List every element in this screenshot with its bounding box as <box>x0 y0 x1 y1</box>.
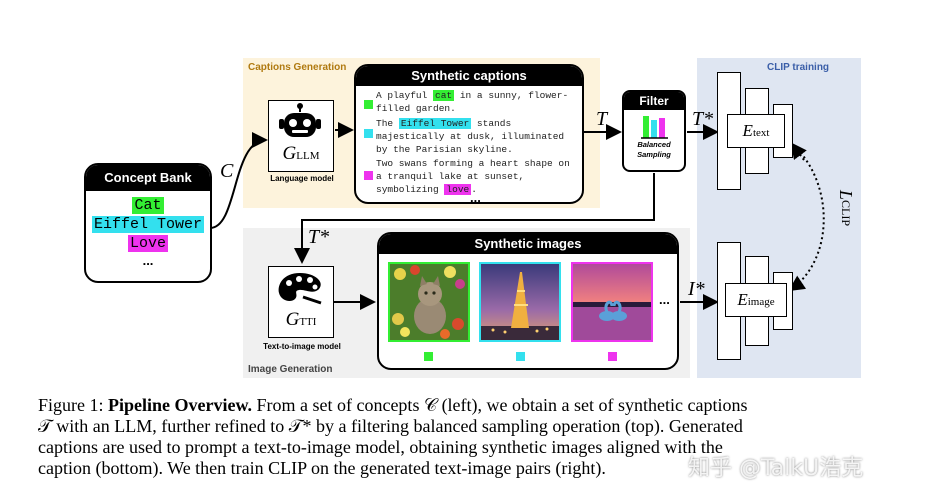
watermark-text: 知乎 @TalkU浩克 <box>688 456 864 481</box>
filter-panel: Filter Balanced Sampling <box>622 90 686 172</box>
eiffel-image <box>479 262 561 342</box>
tti-symbol: G <box>285 309 300 330</box>
tti-subscript: TTI <box>299 316 317 328</box>
robot-icon <box>279 103 321 137</box>
llm-box: GLLM <box>268 100 334 172</box>
figure-caption-line-1: Figure 1: Pipeline Overview. From a set … <box>38 395 748 415</box>
synthetic-captions-panel: Synthetic captions A playful cat in a su… <box>354 64 584 204</box>
images-ellipsis: ... <box>659 292 670 307</box>
filter-bar <box>643 116 649 138</box>
figure-caption: Figure 1: Pipeline Overview. From a set … <box>38 395 908 479</box>
clip-training-label: CLIP training <box>767 62 830 73</box>
tti-label: Text-to-image model <box>263 342 341 351</box>
cat-picture <box>390 264 468 340</box>
filter-title: Filter <box>624 92 684 110</box>
concept-bank-panel: Concept Bank Cat Eiffel Tower Love ... <box>84 163 212 283</box>
image-encoder: Eimage <box>725 283 787 317</box>
concept-love: Love <box>127 235 168 252</box>
filter-bar <box>659 118 665 138</box>
caption-3-highlight: love <box>444 184 472 195</box>
captions-generation-label: Captions Generation <box>248 62 347 73</box>
bar-chart-icon <box>641 116 668 139</box>
caption-color-marker <box>364 171 373 180</box>
caption-color-marker <box>364 129 373 138</box>
filter-label-line1: Balanced <box>637 140 671 149</box>
arrow-concepts-to-llm <box>209 132 268 229</box>
clip-loss-label: LCLIP <box>836 190 856 227</box>
text-encoder-symbol: E <box>742 121 753 140</box>
images-symbol: I* <box>688 278 705 300</box>
text-encoder-subscript: text <box>752 127 770 139</box>
llm-symbol: G <box>282 143 297 164</box>
eiffel-picture <box>481 264 559 340</box>
caption-2: The Eiffel Tower stands majestically at … <box>376 118 565 155</box>
arrow-filter-to-tti <box>294 173 655 264</box>
synthetic-images-panel: Synthetic images <box>377 232 679 370</box>
figure-caption-line-4: caption (bottom). We then train CLIP on … <box>38 458 606 478</box>
caption-1: A playful cat in a sunny, flower-filled … <box>376 90 569 114</box>
image-color-marker <box>516 352 525 361</box>
image-encoder-symbol: E <box>737 290 748 309</box>
caption-1-highlight: cat <box>433 90 455 101</box>
caption-3: Two swans forming a heart shape on a tra… <box>376 158 570 195</box>
captions-ellipsis: ... <box>470 190 481 204</box>
palette-icon <box>278 273 322 305</box>
concept-cat: Cat <box>132 197 164 214</box>
filtered-captions-to-tti-symbol: T* <box>308 226 330 248</box>
synthetic-images-title: Synthetic images <box>379 234 677 254</box>
image-color-marker <box>424 352 433 361</box>
concept-bank-ellipsis: ... <box>142 253 154 268</box>
llm-label: Language model <box>270 174 334 183</box>
image-generation-label: Image Generation <box>248 364 333 375</box>
concepts-symbol: C <box>220 160 234 182</box>
caption-2-highlight: Eiffel Tower <box>398 118 472 129</box>
swans-picture <box>573 264 651 340</box>
synthetic-captions-title: Synthetic captions <box>356 66 582 86</box>
caption-color-marker <box>364 100 373 109</box>
cat-image <box>388 262 470 342</box>
clip-loss-arc <box>788 141 825 292</box>
llm-subscript: LLM <box>296 150 320 162</box>
tti-box: GTTI <box>268 266 334 338</box>
filter-bar <box>651 120 657 138</box>
filter-label-line2: Sampling <box>637 150 671 159</box>
filtered-captions-symbol: T* <box>692 108 714 130</box>
image-encoder-subscript: image <box>747 296 775 308</box>
captions-symbol: T <box>596 108 608 130</box>
text-encoder: Etext <box>727 114 785 148</box>
figure-caption-line-2: 𝒯 with an LLM, further refined to 𝒯* by … <box>38 416 743 436</box>
swans-image <box>571 262 653 342</box>
concept-eiffel-tower: Eiffel Tower <box>91 216 205 233</box>
image-color-marker <box>608 352 617 361</box>
concept-bank-title: Concept Bank <box>86 165 210 191</box>
figure-caption-line-3: captions are used to prompt a text-to-im… <box>38 437 723 457</box>
